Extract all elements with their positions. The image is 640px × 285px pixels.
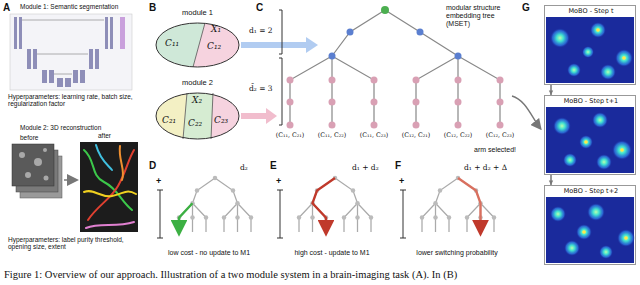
module-ellipse: module 2X₂C₂₁C₂₂C₂₃ (155, 92, 240, 140)
bo-panel: MoBO - Step t (544, 5, 636, 85)
plus-sign: + (399, 176, 409, 186)
plus-sign: + (156, 176, 166, 186)
step-arrow (549, 175, 553, 185)
hyperparameter-note: Hyperparameters: learning rate, batch si… (8, 93, 136, 108)
cluster-label: C₂₃ (214, 116, 228, 126)
depth-label: d̄₂ = 3 (249, 85, 281, 94)
cost-caption: low cost - no update to M1 (150, 249, 268, 257)
space-label: X₂ (192, 96, 202, 106)
selection-note: arm selected! (474, 146, 536, 154)
heatmap (546, 17, 634, 83)
cost-scales (157, 190, 406, 238)
arm-label: (C₁₁, C₂₂) (311, 131, 353, 138)
cluster-label: C₂₁ (162, 116, 176, 126)
panel-title: MoBO - Step t (545, 8, 637, 15)
heatmap (546, 197, 635, 263)
panel-letter: G (522, 2, 534, 14)
step-arrow (549, 85, 553, 95)
cluster-label: C₁₂ (207, 42, 221, 52)
bo-panel: MoBO - Step t+2 (544, 185, 636, 265)
cost-label: d₁ + d₂ + Δ (464, 164, 519, 173)
module-title: Module 2: 3D reconstruction (20, 124, 144, 131)
arm-label: (C₁₂, C₂₁) (395, 131, 437, 138)
hyperparameter-note: Hyperparameters: label purity threshold,… (8, 236, 138, 251)
module-arrows (241, 37, 318, 124)
arm-label: (C₁₂, C₂₃) (479, 131, 521, 138)
module-title: module 1 (145, 9, 250, 17)
image-label: after (98, 132, 138, 139)
panel-letter: F (395, 160, 407, 172)
arm-label: (C₁₁, C₂₃) (353, 131, 395, 138)
tree-title: modular structure embedding tree (MSET) (446, 4, 518, 28)
heatmap (546, 107, 634, 173)
selection-arrow (512, 96, 540, 128)
cost-caption: high cost - update to M1 (272, 249, 392, 257)
mset-tree (287, 6, 504, 129)
plus-sign: + (276, 176, 286, 186)
cost-trees (177, 176, 497, 232)
module-title: module 2 (145, 79, 250, 87)
arm-label: (C₁₁, C₂₁) (269, 131, 311, 138)
figure-caption: Figure 1: Overview of our approach. Illu… (4, 269, 457, 281)
panel-letter: A (3, 2, 15, 14)
module-ellipse: module 1X₁C₁₁C₁₂ (155, 22, 240, 68)
module-title: Module 1: Semantic segmentation (20, 3, 144, 10)
image-label: before (20, 134, 60, 141)
bo-panel: MoBO - Step t+1 (544, 95, 636, 175)
panel-title: MoBO - Step t+2 (545, 188, 637, 195)
unet-illustration (10, 14, 132, 90)
cost-label: d₂ (240, 164, 260, 173)
panel-letter: E (270, 160, 282, 172)
panel-title: MoBO - Step t+1 (545, 98, 637, 105)
space-label: X₁ (211, 25, 221, 35)
cluster-label: C₂₂ (188, 119, 202, 129)
depth-brackets (279, 10, 282, 125)
reconstruction-illustration (12, 142, 138, 232)
panel-letter: B (149, 2, 161, 14)
cost-label: d₁ + d₂ (352, 164, 392, 173)
depth-label: d₁ = 2 (249, 27, 281, 36)
panel-letter: C (256, 2, 268, 14)
cluster-label: C₁₁ (165, 39, 179, 49)
panel-letter: D (149, 160, 161, 172)
cost-caption: lower switching probability (396, 249, 518, 257)
arm-label: (C₁₂, C₂₂) (437, 131, 479, 138)
